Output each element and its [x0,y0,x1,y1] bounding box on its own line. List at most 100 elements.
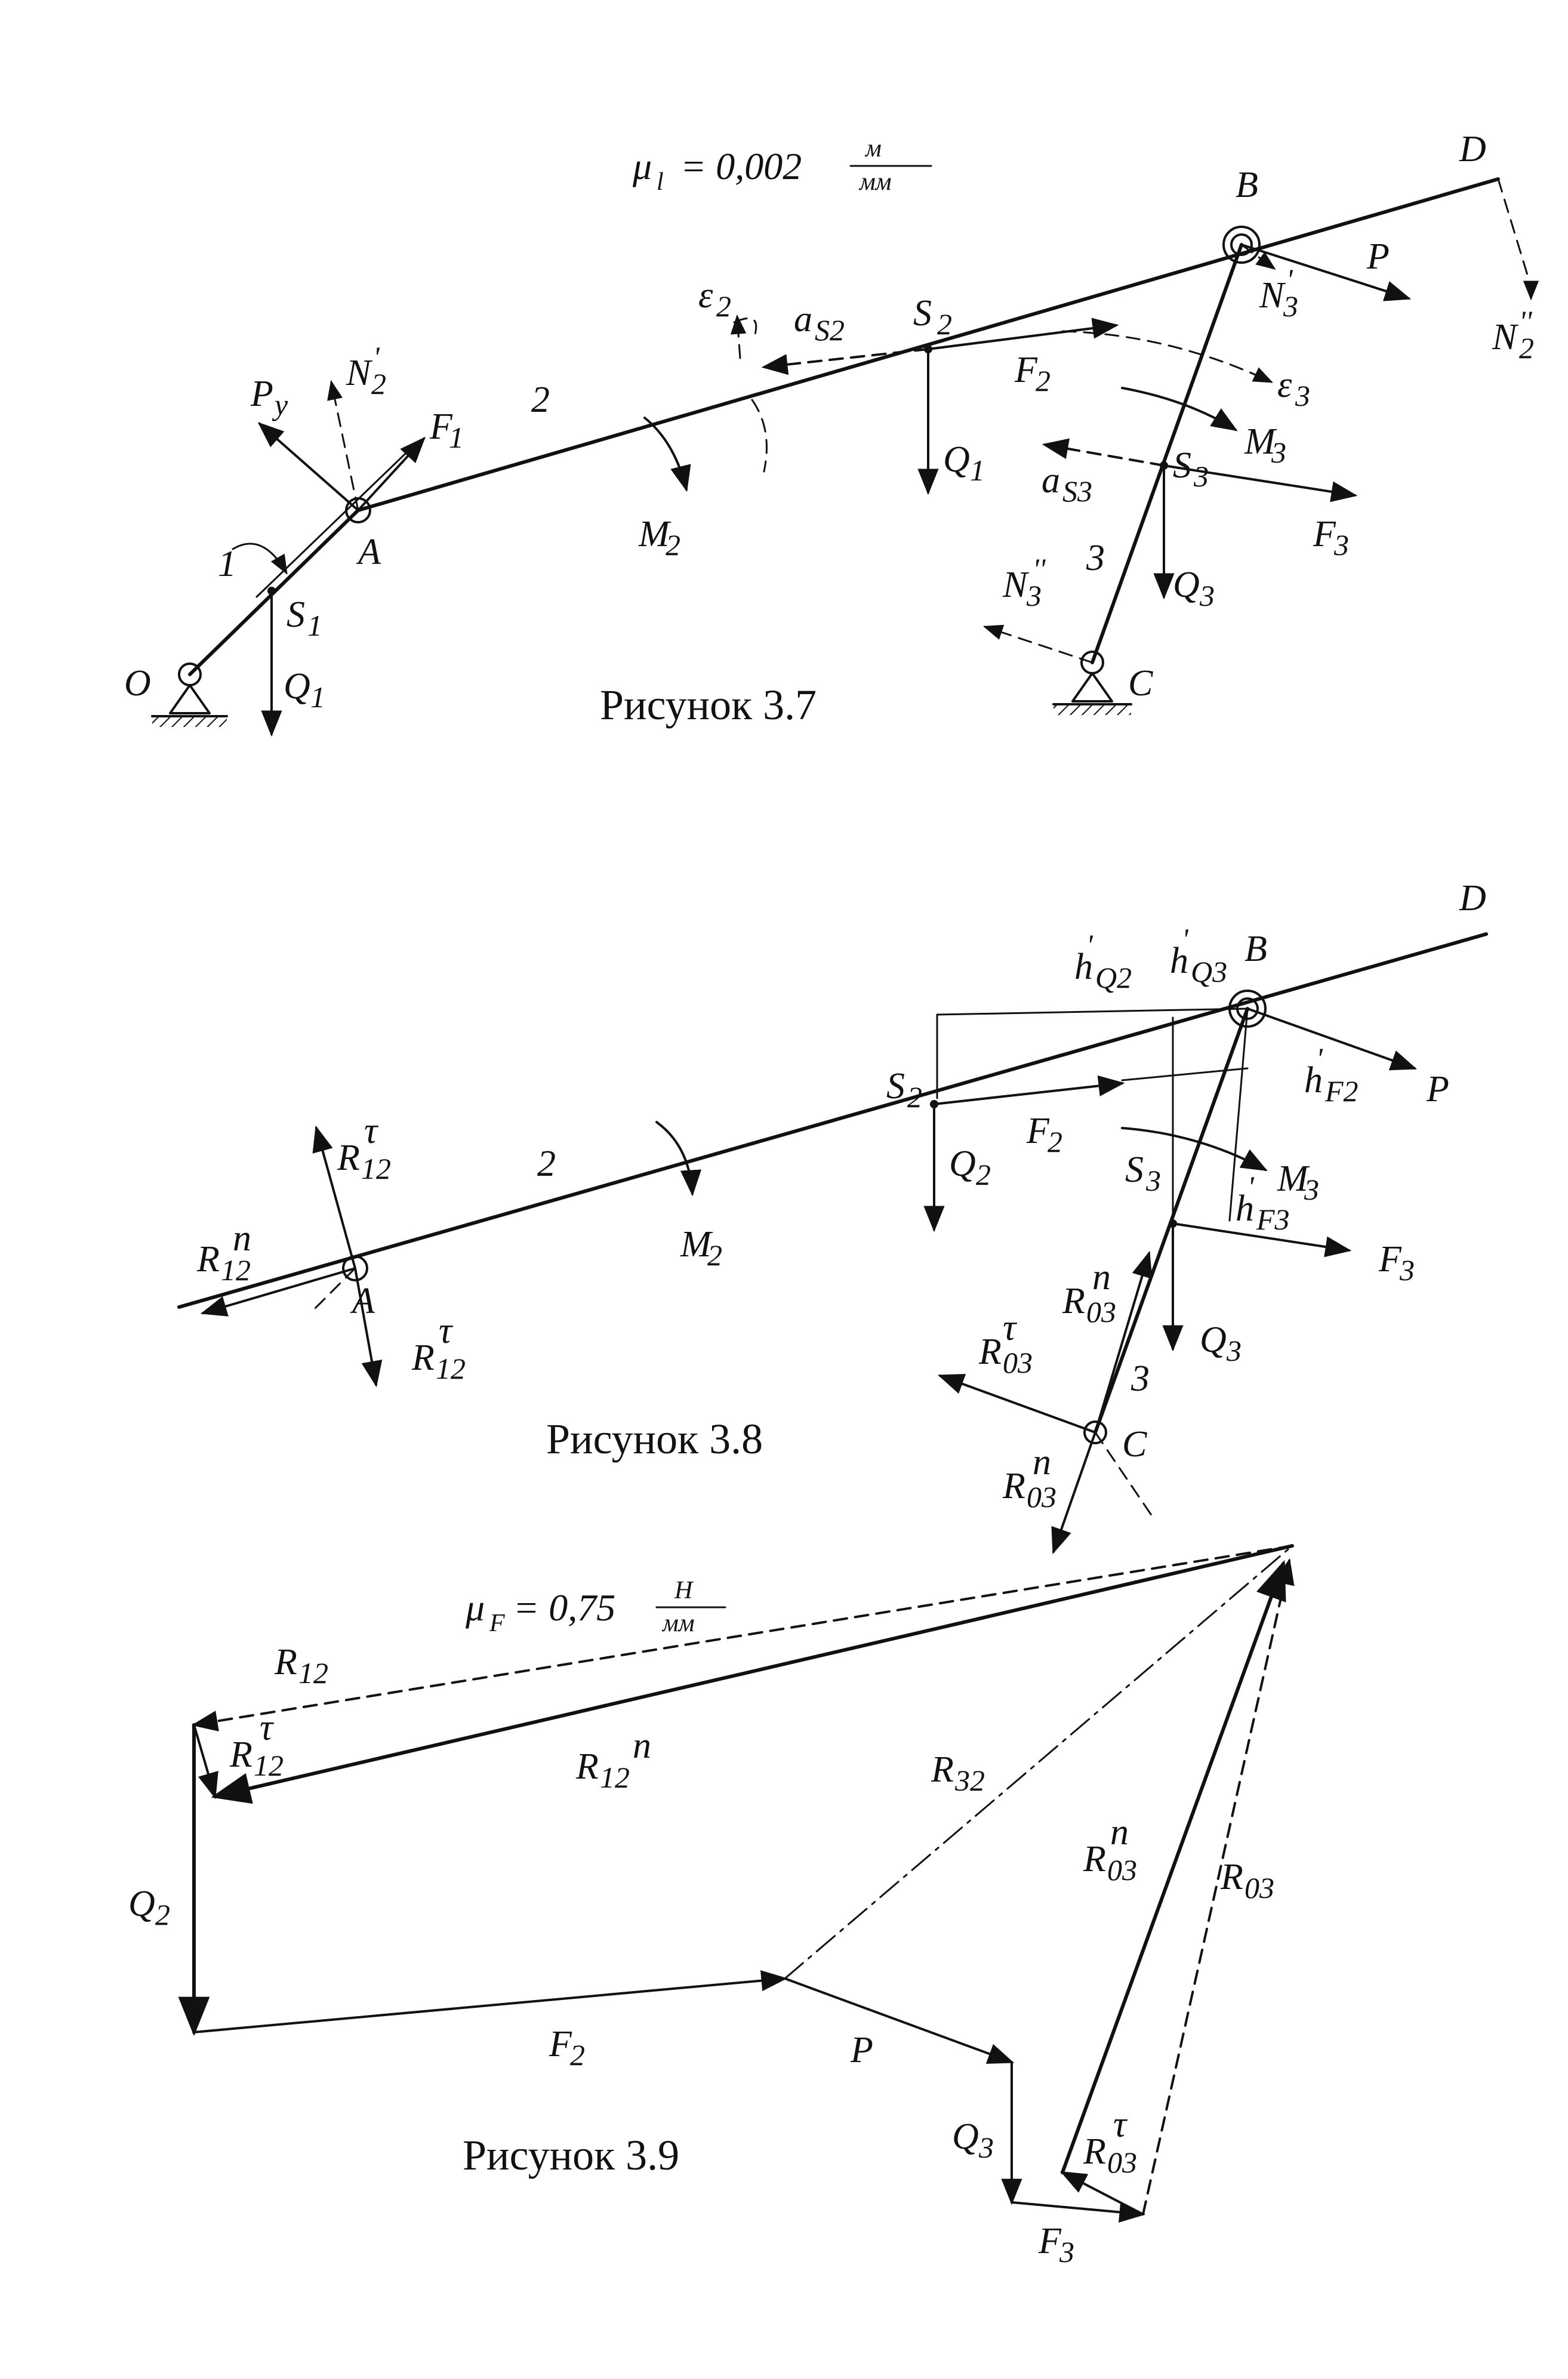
label-f3-sub: 3 [1333,528,1349,562]
label-s2: S [913,293,932,334]
label-hq2: h [1074,947,1093,987]
label-r03-tau-sup: τ [1113,2104,1128,2145]
vector-r12-tau [193,1724,218,1799]
label-link-3: 3 [1086,538,1105,578]
label-r03-n-sub: 03 [1107,1853,1137,1887]
label-n3p-sub: 3 [1283,289,1298,323]
label-s3: S [1125,1150,1144,1190]
label-f1-sub: 1 [449,421,464,454]
scale-num: м [864,135,882,162]
force-r03-n-down [1051,1431,1096,1555]
force-r12-tau-down [354,1267,383,1388]
label-c: C [1122,1424,1147,1465]
label-r12-sub: 12 [298,1656,328,1690]
vector-r12 [191,1545,1293,1731]
label-r12-n: R [196,1239,220,1280]
label-hq2-sup: ' [1086,928,1093,962]
moment-m2 [655,1121,702,1197]
joint-c [1083,1420,1107,1444]
force-n3-double-prime [982,624,1093,664]
label-n2pp: N [1492,317,1519,358]
force-f3 [1163,464,1358,503]
label-s3-sub: 3 [1193,460,1209,493]
ground-support-o [151,662,228,727]
label-m3-sub: 3 [1304,1173,1319,1206]
label-s2: S [886,1066,905,1107]
link-1-slider [255,440,419,598]
scale-num: Н [674,1577,694,1604]
label-b: B [1236,165,1258,205]
link-2 [356,177,1500,512]
force-n2-prime [327,380,359,511]
force-f2 [927,318,1119,350]
label-f2-sub: 2 [1036,364,1051,397]
label-d: D [1459,129,1486,170]
joint-b-outer [1222,226,1261,264]
label-r12-tau: R [229,1734,252,1775]
moment-m2 [643,417,691,492]
label-r03-n-2: R [1002,1466,1025,1506]
scale-prefix: μ [632,145,652,187]
label-q1-a: Q [284,666,310,707]
accel-as2 [761,348,929,375]
scale-den: мм [661,1610,695,1637]
label-r12-tau-sub: 12 [361,1152,391,1185]
link-2 [177,932,1488,1309]
moment-link1 [232,543,288,575]
label-q1-a-sub: 1 [310,680,325,714]
figure-3-9: μ F = 0,75 Н мм R 12 R 12 τ R 12 n Q 2 F… [128,1544,1295,2269]
ground-support-c [1052,651,1132,715]
label-r12-tau: R [337,1138,360,1178]
vector-p [784,1977,1015,2064]
moment-m3 [1121,387,1238,432]
label-py-sub: y [272,388,288,421]
link-3 [1090,243,1243,664]
label-p: P [1426,1069,1449,1110]
label-hq2-sub: Q2 [1095,961,1132,994]
force-r03-tau [937,1374,1096,1434]
label-s1-sub: 1 [307,609,322,642]
label-q1-b: Q [943,439,970,480]
label-f3-sub: 3 [1399,1253,1415,1287]
label-r12-n-sub: 12 [600,1761,630,1794]
label-n2pp-sup: '' [1519,304,1533,338]
label-q2: Q [949,1144,976,1184]
label-eps3: ε [1277,365,1292,405]
label-f2: F [549,2024,572,2064]
arm-hf3 [1228,1007,1249,1222]
caption-3-9: Рисунок 3.9 [463,2131,679,2179]
label-r12-n-sub: 12 [221,1253,251,1287]
label-py: P [250,374,273,414]
angular-accel-eps3 [1061,330,1273,383]
force-n3-prime [1240,244,1276,270]
label-q3: Q [1173,565,1200,605]
label-r03-tau: R [1083,2131,1106,2172]
label-r03-tau: R [978,1332,1002,1372]
label-n2p: N [346,353,373,393]
label-r03-tau-sub: 03 [1107,2146,1137,2179]
label-f2-sub: 2 [1048,1125,1062,1158]
label-q3: Q [1200,1320,1227,1360]
label-n2p-sub: 2 [371,367,386,400]
label-m3: M [1277,1158,1310,1199]
label-n2pp-sub: 2 [1519,331,1534,365]
vector-f2 [193,1970,788,2033]
vector-r32 [784,1545,1293,1980]
scale-prefix: μ [465,1586,485,1629]
label-f3-sub: 3 [1059,2235,1074,2269]
label-eps3-sub: 3 [1295,379,1310,412]
label-r03-n-2-sup: n [1033,1442,1051,1483]
label-q1-b-sub: 1 [970,454,985,487]
vector-r03-n [1061,1560,1286,2174]
label-hf3-sup: ' [1247,1170,1255,1203]
label-n2p-sup: ' [373,340,380,374]
label-r03: R [1220,1857,1243,1897]
label-r03-n: R [1083,1839,1106,1879]
force-scale: μ F = 0,75 Н мм [465,1577,726,1637]
label-as2-sub: S2 [815,313,845,347]
label-as3-sub: S3 [1062,474,1092,508]
label-hq3-sub: Q3 [1191,955,1227,988]
label-n3p: N [1259,275,1286,316]
figure-3-8: A B C D S 2 S 3 2 3 R 12 τ R 12 n R 12 τ… [177,878,1488,1555]
vector-r12-n [211,1544,1294,1804]
